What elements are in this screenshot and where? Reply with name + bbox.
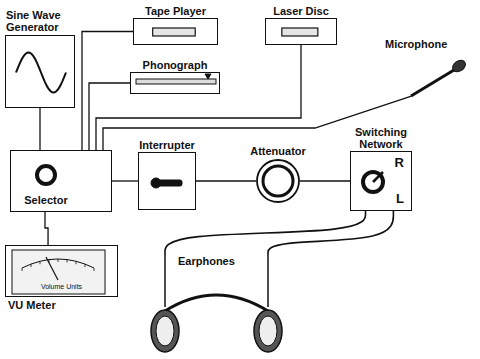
switch-knob xyxy=(363,172,383,192)
sine-generator-box: Sine Wave Generator xyxy=(5,35,75,108)
device-label: Microphone xyxy=(385,38,447,50)
tape-player-box: Tape Player xyxy=(133,18,218,45)
tonearm-marker xyxy=(205,74,211,79)
device-label: Phonograph xyxy=(143,59,208,71)
device-label: Selector xyxy=(11,194,81,206)
device-label: Interrupter xyxy=(139,139,195,151)
channel-label: L xyxy=(396,192,404,206)
device-illustration xyxy=(150,255,285,355)
earphones-icon: Earphones xyxy=(150,255,285,355)
microphone-head xyxy=(450,58,467,74)
device-illustration xyxy=(131,73,219,93)
attenuator-outline xyxy=(257,160,299,202)
turntable-platter xyxy=(136,79,216,84)
signal-wire xyxy=(45,212,48,245)
device-illustration xyxy=(266,19,336,44)
device-illustration xyxy=(6,36,74,107)
channel-label: R xyxy=(395,156,404,170)
device-label: Attenuator xyxy=(250,145,306,157)
interrupter-lever xyxy=(151,178,182,188)
device-label: Switching Network xyxy=(344,126,418,150)
selector-knob xyxy=(37,166,55,184)
signal-wire xyxy=(196,180,256,181)
phonograph-box: Phonograph xyxy=(130,72,220,94)
earphone-cord xyxy=(268,211,393,255)
interrupter-box: Interrupter xyxy=(138,152,196,210)
vu-meter-box: VU MeterVolume Units xyxy=(5,245,118,297)
signal-wire xyxy=(112,180,138,181)
selector-box: Selector xyxy=(10,150,112,212)
signal-wire xyxy=(39,108,40,150)
earphones-drawing xyxy=(151,255,282,352)
device-label: Earphones xyxy=(178,255,235,267)
device-label: Sine Wave Generator xyxy=(6,9,76,33)
sine-wave-symbol xyxy=(16,53,66,93)
attenuator-dial: Attenuator xyxy=(256,159,300,203)
device-label: Laser Disc xyxy=(273,5,329,17)
switching-network-box: Switching NetworkRL xyxy=(350,151,412,211)
device-illustration xyxy=(256,159,300,203)
attenuator-ring xyxy=(263,166,293,196)
device-label: Tape Player xyxy=(145,5,206,17)
microphone-handle xyxy=(411,70,454,96)
meter-scale-label: Volume Units xyxy=(6,282,117,291)
device-illustration xyxy=(139,153,195,209)
media-slot xyxy=(282,28,318,36)
microphone-icon: Microphone xyxy=(385,38,473,98)
laser-disc-box: Laser Disc xyxy=(265,18,337,45)
signal-wire xyxy=(300,180,350,181)
earphone-cord xyxy=(165,211,366,255)
device-illustration xyxy=(134,19,217,44)
signal-wire xyxy=(89,83,130,150)
signal-wire xyxy=(96,45,301,150)
device-label: VU Meter xyxy=(8,299,56,311)
signal-wire xyxy=(82,32,133,151)
media-slot xyxy=(153,28,196,36)
